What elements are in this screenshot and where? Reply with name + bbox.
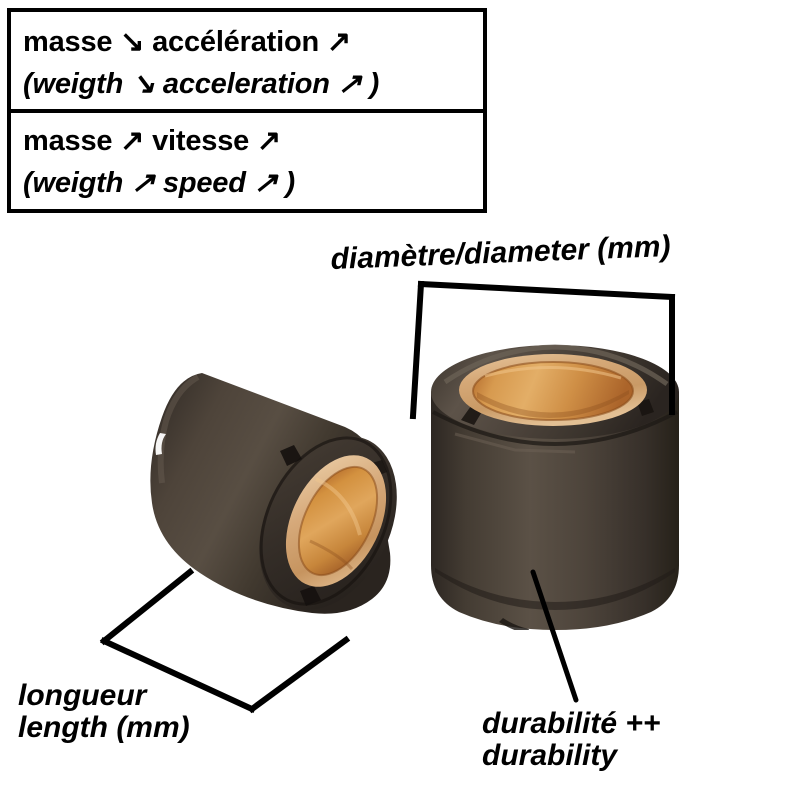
roller-tilted-graphic bbox=[150, 373, 397, 614]
copper-bore-edge bbox=[297, 465, 379, 577]
copper-bore-edge bbox=[472, 361, 634, 421]
label-durability-fr: durabilité ++ bbox=[482, 707, 661, 740]
label-length-en: length (mm) bbox=[18, 711, 190, 745]
info-row-speed: masse ↗ vitesse ↗ (weigth ↗ speed ↗ ) bbox=[11, 113, 483, 213]
roller-groove-line bbox=[432, 410, 678, 447]
copper-bore-shade bbox=[309, 539, 354, 570]
info-row-acceleration: masse ↘ accélération ↗ (weigth ↘ acceler… bbox=[11, 12, 483, 113]
roller-body-highlight bbox=[157, 374, 200, 484]
roller-rim-highlight bbox=[443, 344, 669, 387]
roller-upright-graphic bbox=[431, 344, 679, 634]
roller-body bbox=[431, 392, 679, 630]
roller-groove-highlight bbox=[454, 432, 576, 454]
variator-roller-upright bbox=[425, 340, 685, 634]
roller-rim-notch-right bbox=[637, 399, 654, 416]
roller-face-notch-top bbox=[280, 445, 302, 466]
copper-bore bbox=[473, 362, 633, 420]
copper-bore-highlight bbox=[315, 477, 362, 536]
roller-face-notch-bottom bbox=[300, 586, 321, 606]
copper-bore bbox=[298, 466, 378, 576]
label-length: longueur length (mm) bbox=[18, 679, 190, 745]
label-durability: durabilité ++ durability bbox=[482, 707, 661, 773]
copper-bore-depth-shade bbox=[477, 390, 629, 419]
info-row-speed-fr: masse ↗ vitesse ↗ bbox=[23, 125, 282, 157]
roller-side-nick bbox=[155, 433, 166, 455]
label-diameter-text: diamètre/diameter (mm) bbox=[329, 229, 672, 276]
copper-bore-highlight bbox=[484, 366, 622, 380]
label-length-fr: longueur bbox=[18, 679, 147, 712]
roller-bottom-shade bbox=[435, 568, 675, 610]
info-row-acceleration-en: (weigth ↘ acceleration ↗ ) bbox=[23, 68, 380, 100]
variator-roller-tilted bbox=[140, 355, 430, 645]
relationship-info-box: masse ↘ accélération ↗ (weigth ↘ acceler… bbox=[7, 8, 487, 213]
info-row-acceleration-fr: masse ↘ accélération ↗ bbox=[23, 26, 351, 58]
label-diameter: diamètre/diameter (mm) bbox=[329, 229, 672, 276]
label-durability-en: durability bbox=[482, 739, 618, 773]
roller-face-groove bbox=[259, 436, 393, 606]
info-row-speed-en: (weigth ↗ speed ↗ ) bbox=[23, 167, 295, 199]
